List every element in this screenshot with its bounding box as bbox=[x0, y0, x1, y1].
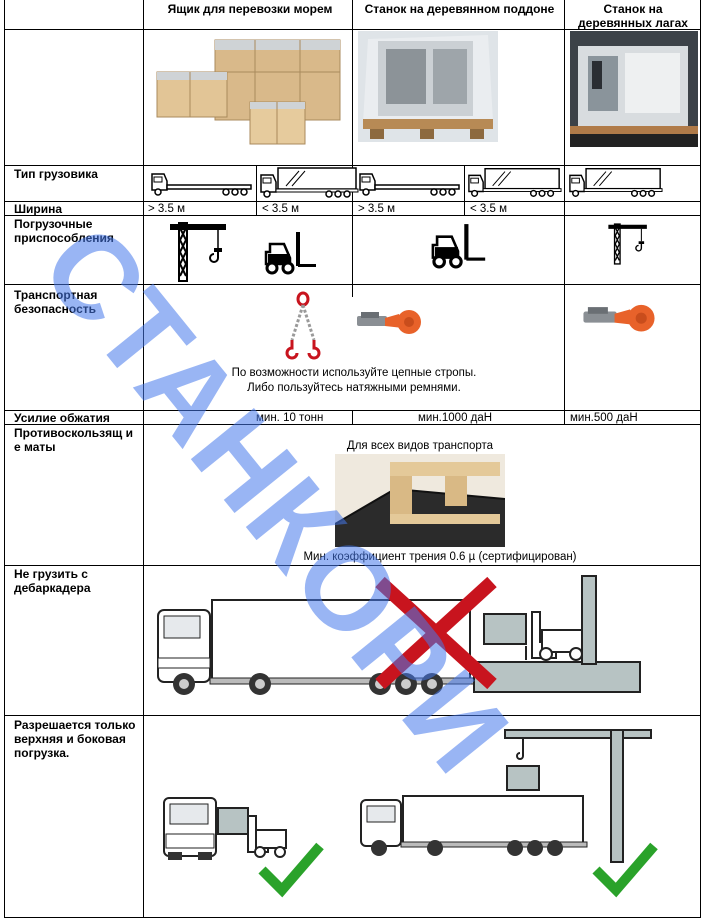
forklift-icon bbox=[431, 224, 486, 269]
label-transport-safety: Транспортная безопасность bbox=[14, 288, 98, 316]
truck-covered-icon bbox=[260, 167, 359, 198]
safety-note: Либо пользуйтесь натяжными ремнями. bbox=[247, 382, 461, 394]
label-truck-type: Тип грузовика bbox=[14, 167, 98, 181]
width-value: < 3.5 м bbox=[262, 203, 299, 215]
label-no-dock-loading: Не грузить с дебаркадера bbox=[14, 567, 91, 595]
crane-icon bbox=[170, 222, 226, 282]
header-machine-skids: Станок на деревянных лагах bbox=[578, 2, 688, 30]
machine-pallet-image bbox=[358, 31, 498, 142]
chain-sling-icon bbox=[285, 291, 321, 360]
force-value: мин.1000 даН bbox=[418, 412, 493, 424]
top-loading-illustration bbox=[360, 729, 652, 863]
machine-skids-image bbox=[570, 31, 698, 147]
truck-covered-icon bbox=[468, 167, 562, 197]
force-value: мин.500 даН bbox=[570, 412, 638, 424]
label-loading-devices: Погрузочные приспособления bbox=[14, 217, 114, 245]
cross-icon bbox=[375, 576, 497, 690]
crane-icon bbox=[608, 223, 647, 265]
width-value: > 3.5 м bbox=[358, 203, 395, 215]
truck-covered-icon bbox=[569, 167, 663, 197]
width-value: < 3.5 м bbox=[470, 203, 507, 215]
check-icon bbox=[592, 842, 658, 898]
check-icon bbox=[258, 842, 324, 898]
label-clamping-force: Усилие обжатия bbox=[14, 411, 110, 425]
label-width: Ширина bbox=[14, 202, 63, 216]
ratchet-strap-icon bbox=[357, 310, 421, 334]
header-machine-pallet: Станок на деревянном поддоне bbox=[364, 2, 555, 16]
ratchet-strap-icon bbox=[583, 304, 655, 332]
safety-note: По возможности используйте цепные стропы… bbox=[231, 367, 477, 379]
truck-long-icon bbox=[359, 173, 460, 196]
label-anti-slip-mats: Противоскользящ ие маты bbox=[14, 426, 133, 454]
truck-long-icon bbox=[151, 173, 252, 196]
anti-slip-mat-image bbox=[335, 454, 505, 547]
label-top-side-loading: Разрешается только верхняя и боковая пог… bbox=[14, 718, 136, 760]
width-value: > 3.5 м bbox=[148, 203, 185, 215]
mats-caption-top: Для всех видов транспорта bbox=[346, 440, 494, 452]
dock-loading-illustration bbox=[157, 575, 641, 695]
mats-caption-bottom: Мин. коэффициент трения 0.6 µ (сертифици… bbox=[303, 551, 577, 563]
sea-crates-image bbox=[155, 32, 350, 147]
force-value: мин. 10 тонн bbox=[256, 412, 324, 424]
forklift-icon bbox=[264, 232, 316, 275]
side-loading-illustration bbox=[163, 797, 287, 860]
header-sea-crate: Ящик для перевозки морем bbox=[167, 2, 333, 16]
